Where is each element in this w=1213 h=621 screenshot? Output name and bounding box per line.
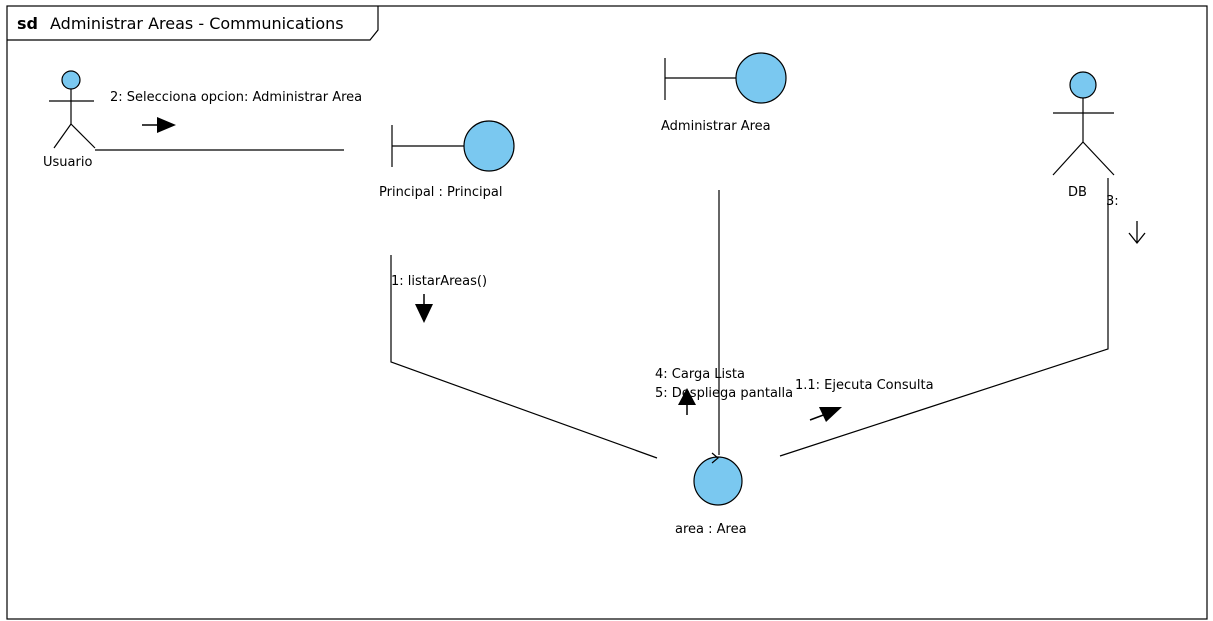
message-2-label: 2: Selecciona opcion: Administrar Area (110, 90, 362, 105)
message-1-1-label: 1.1: Ejecuta Consulta (795, 378, 934, 393)
actor-db[interactable] (1052, 71, 1115, 176)
link-principal-area[interactable] (390, 255, 658, 459)
boundary-administrar-area[interactable] (664, 52, 787, 104)
boundary-administrar-label: Administrar Area (661, 119, 771, 134)
frame-title: Administrar Areas - Communications (50, 14, 344, 33)
link-area-db[interactable] (779, 178, 1109, 457)
message-1-1-arrow-icon (809, 407, 842, 422)
message-4-arrow-icon (678, 388, 696, 415)
boundary-circle-icon (463, 120, 515, 172)
boundary-circle-icon (735, 52, 787, 104)
message-5-label: 5: Despliega pantalla (655, 386, 793, 401)
actor-usuario[interactable] (49, 70, 96, 149)
message-1-arrow-icon (415, 294, 433, 323)
actor-head-icon (1069, 71, 1097, 99)
actor-db-label: DB (1068, 185, 1087, 200)
entity-circle-icon (693, 456, 743, 506)
frame-border (6, 5, 1208, 620)
entity-area-label: area : Area (675, 522, 747, 537)
actor-usuario-label: Usuario (43, 155, 92, 170)
frame-title-tab (7, 6, 379, 41)
actor-head-icon (61, 70, 81, 90)
message-4-label: 4: Carga Lista (655, 367, 745, 382)
boundary-principal[interactable] (391, 120, 515, 172)
boundary-principal-label: Principal : Principal (379, 185, 502, 200)
message-3-arrow-icon (1128, 221, 1146, 245)
entity-area[interactable] (693, 452, 743, 506)
frame-keyword: sd (17, 14, 38, 33)
message-2-arrow-icon (142, 117, 176, 133)
message-3-label: 3: (1106, 194, 1119, 209)
message-1-label: 1: listarAreas() (391, 274, 487, 289)
